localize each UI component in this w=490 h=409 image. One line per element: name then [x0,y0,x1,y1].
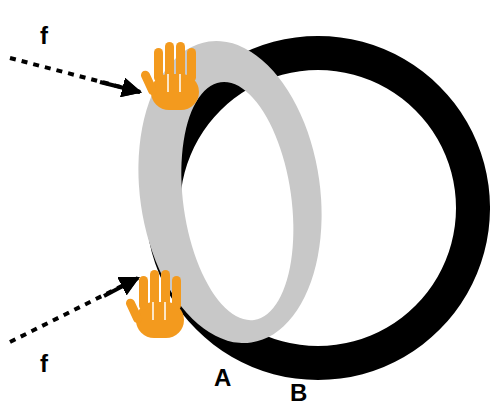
force-arrow [10,278,138,342]
part-label: B [290,381,307,405]
force-arrow [10,58,140,92]
force-arrow [100,82,140,92]
force-arrow [104,278,138,296]
force-label: f [40,352,48,376]
ring-a [120,29,341,355]
force-label: f [40,24,48,48]
part-label: A [214,366,231,390]
hand [139,42,199,110]
